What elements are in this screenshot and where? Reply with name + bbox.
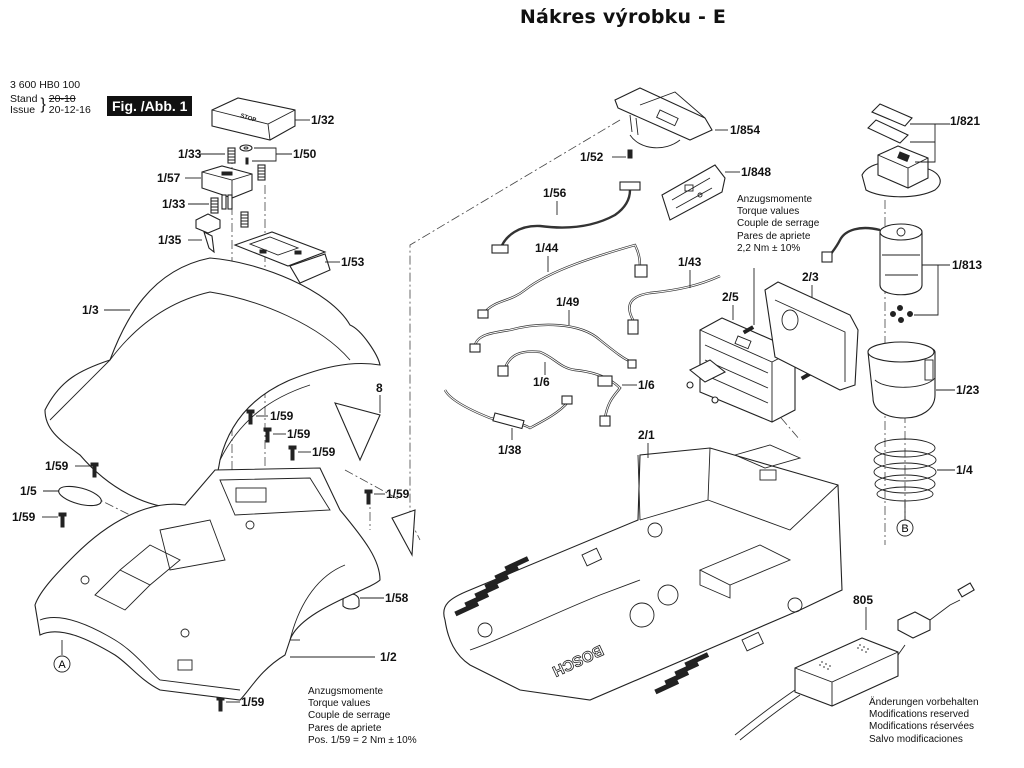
brace: } (40, 96, 46, 113)
label-1-53: 1/53 (341, 255, 365, 269)
label-1-813: 1/813 (952, 258, 982, 272)
note-line: Torque values (308, 698, 371, 710)
torque-note-lower: Anzugsmomente Torque values Couple de se… (308, 686, 417, 747)
part-1-854-display-board[interactable] (614, 87, 713, 149)
label-1-56: 1/56 (543, 186, 567, 200)
part-1-56-ribbon-cable[interactable] (491, 181, 641, 254)
part-1-3-top-cover[interactable] (44, 257, 381, 509)
callout-b: B (901, 523, 908, 535)
label-1-33-b: 1/33 (162, 197, 186, 211)
label-1-3: 1/3 (82, 303, 99, 317)
note-line: Anzugsmomente (308, 686, 384, 697)
note-line: Anzugsmomente (737, 194, 813, 205)
part-1-2-chassis[interactable] (34, 467, 381, 701)
part-8-label-sheet[interactable] (334, 402, 416, 557)
part-1-44-cable[interactable] (477, 243, 648, 319)
label-1-50: 1/50 (293, 147, 317, 161)
label-1-52: 1/52 (580, 150, 604, 164)
screw-icon (627, 149, 633, 159)
part-1-813-motor[interactable] (821, 223, 923, 323)
label-1-35: 1/35 (158, 233, 182, 247)
note-line: Couple de serrage (308, 710, 391, 722)
part-1-38-cable[interactable] (443, 389, 573, 430)
part-1-32-lid[interactable]: STOP (211, 97, 296, 141)
label-1-44: 1/44 (535, 241, 559, 255)
label-1-848: 1/848 (741, 165, 771, 179)
label-1-32: 1/32 (311, 113, 335, 127)
note-line: Pos. 1/59 = 2 Nm ± 10% (308, 734, 417, 746)
document-meta: 3 600 HB0 100 Stand Issue } 20-10 20-12-… (10, 79, 91, 117)
label-1-57: 1/57 (157, 171, 181, 185)
label-1-59-e: 1/59 (12, 510, 36, 524)
part-1-821-height-knob[interactable] (861, 103, 941, 198)
part-805-power-supply[interactable] (734, 582, 975, 741)
label-8: 8 (376, 381, 383, 395)
callout-a: A (58, 659, 66, 671)
note-line: Torque values (737, 206, 800, 218)
label-2-1: 2/1 (638, 428, 655, 442)
label-805: 805 (853, 593, 873, 607)
label-1-43: 1/43 (678, 255, 702, 269)
figure-badge: Fig. /Abb. 1 (107, 96, 193, 116)
modifications-note: Änderungen vorbehalten Modifications res… (869, 697, 979, 746)
label-1-4: 1/4 (956, 463, 973, 477)
stand-label: Stand (10, 92, 38, 105)
label-1-59-a: 1/59 (270, 409, 294, 423)
label-1-2: 1/2 (380, 650, 397, 664)
part-1-53-keypad[interactable] (233, 231, 331, 284)
label-1-6-a: 1/6 (533, 375, 550, 389)
label-1-59-b: 1/59 (287, 427, 311, 441)
part-1-4-spring[interactable] (873, 438, 937, 502)
page-title: Nákres výrobku - E (519, 6, 727, 28)
note-line: Pares de apriete (737, 230, 811, 242)
part-2-3-cover-plate[interactable] (764, 281, 859, 391)
label-1-23: 1/23 (956, 383, 980, 397)
part-1-848-circuit-board[interactable] (661, 164, 726, 221)
label-2-3: 2/3 (802, 270, 819, 284)
screw-icon (742, 325, 755, 335)
callout-a-circle (53, 655, 71, 673)
label-1-59-c: 1/59 (312, 445, 336, 459)
part-1-49-cable[interactable] (469, 323, 637, 369)
label-1-59-f: 1/59 (386, 487, 410, 501)
note-line: Salvo modificaciones (869, 733, 963, 745)
note-line: Änderungen vorbehalten (869, 697, 979, 708)
label-1-49: 1/49 (556, 295, 580, 309)
stand-value: 20-10 (48, 92, 76, 105)
label-1-5: 1/5 (20, 484, 37, 498)
part-number: 3 600 HB0 100 (10, 79, 81, 91)
part-1-5-lens[interactable] (57, 483, 104, 510)
note-line: Modifications reserved (869, 709, 970, 721)
issue-label: Issue (10, 104, 36, 116)
label-1-59-h: 1/59 (241, 695, 265, 709)
part-1-35-switch[interactable] (195, 213, 221, 254)
label-1-58: 1/58 (385, 591, 409, 605)
svg-text:STOP: STOP (239, 113, 256, 124)
label-1-59-d: 1/59 (45, 459, 69, 473)
label-1-6-b: 1/6 (638, 378, 655, 392)
label-1-33-a: 1/33 (178, 147, 202, 161)
callout-b-circle (896, 519, 914, 537)
issue-value: 20-12-16 (48, 104, 91, 116)
part-2-1-base-chassis[interactable]: BOSCH (443, 444, 843, 701)
note-line: Modifications réservées (869, 721, 975, 733)
part-1-43-cable[interactable] (627, 274, 721, 335)
note-line: Couple de serrage (737, 218, 820, 230)
spring-icon (210, 147, 266, 228)
label-1-821: 1/821 (950, 114, 980, 128)
washer-icon (239, 144, 253, 165)
part-1-6-cable[interactable] (497, 350, 622, 427)
label-1-854: 1/854 (730, 123, 760, 137)
label-2-5: 2/5 (722, 290, 739, 304)
label-1-38: 1/38 (498, 443, 522, 457)
part-1-23-motor-housing[interactable] (867, 341, 936, 419)
part-1-57-switch-housing[interactable] (201, 165, 253, 210)
note-line: 2,2 Nm ± 10% (737, 242, 801, 254)
torque-note-upper: Anzugsmomente Torque values Couple de se… (737, 194, 819, 255)
note-line: Pares de apriete (308, 722, 382, 734)
